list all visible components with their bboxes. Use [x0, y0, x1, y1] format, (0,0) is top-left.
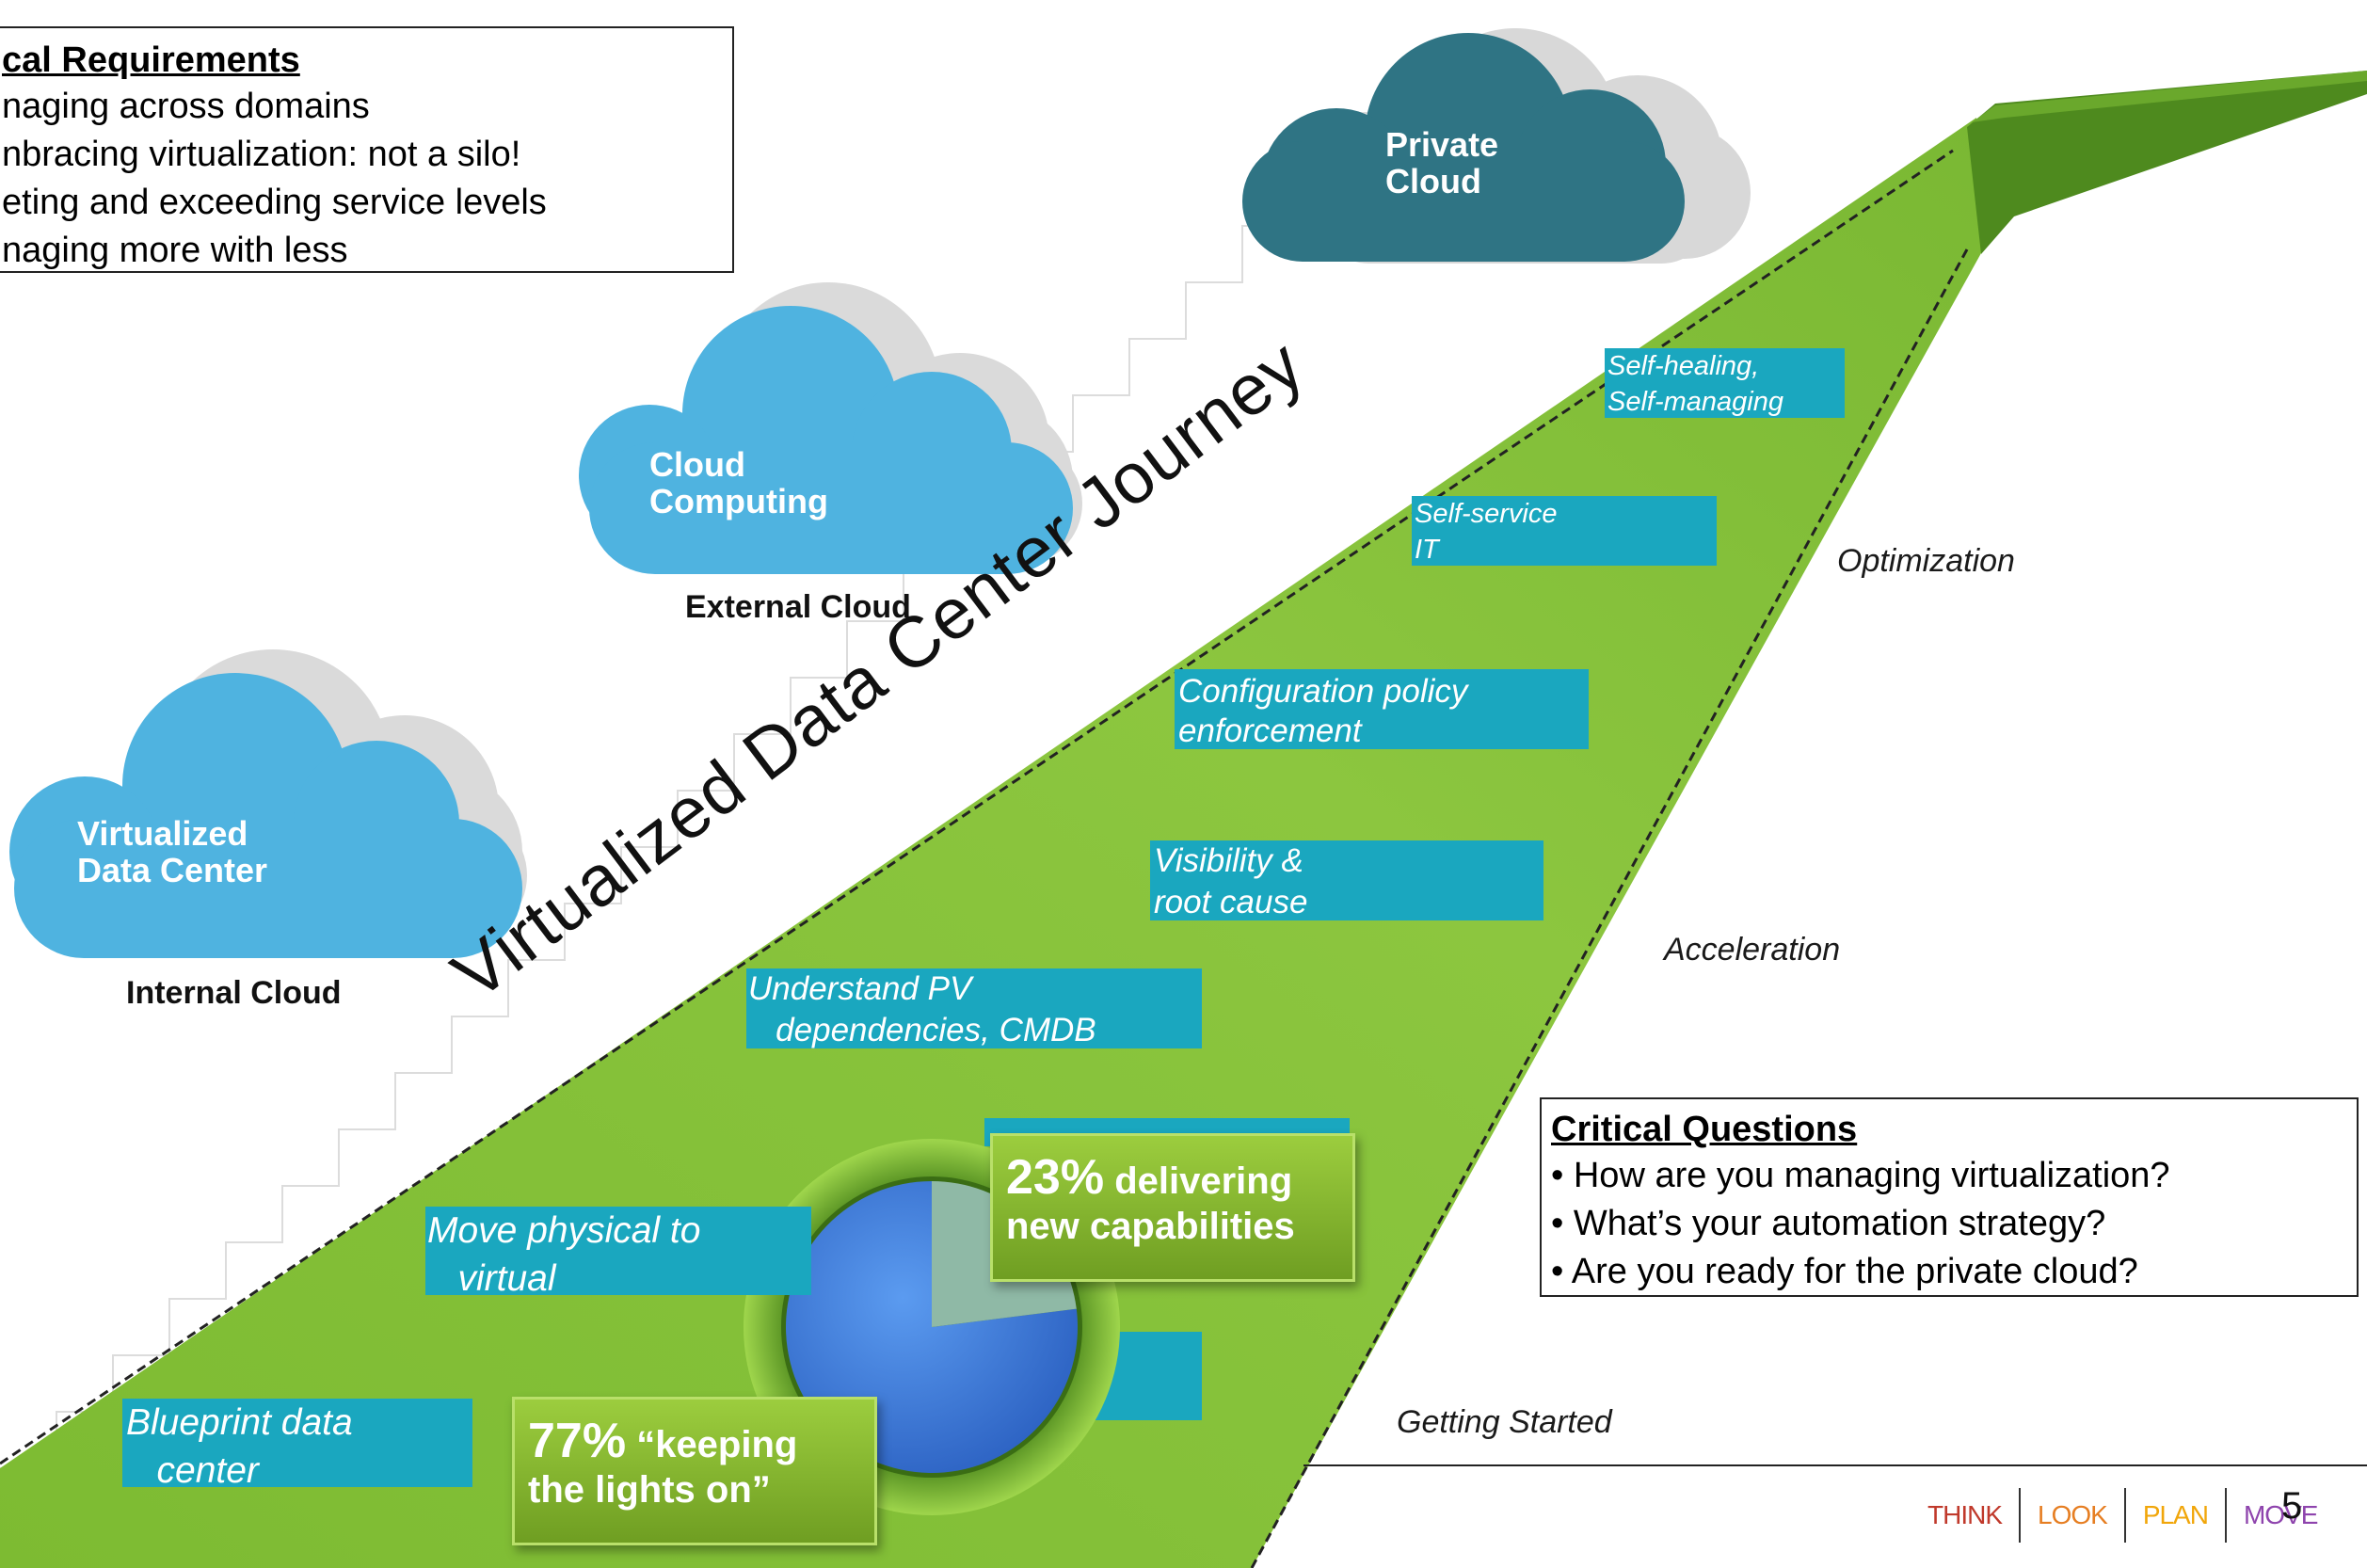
ramp-arrow-tip: [1967, 71, 2367, 254]
stat-delivering-text1: delivering: [1104, 1160, 1293, 1202]
ramp-right-dashed-edge: [1250, 248, 1969, 1568]
step-understand-pv: Understand PV dependencies, CMDB: [746, 968, 1202, 1048]
questions-title: Critical Questions: [1551, 1110, 1858, 1149]
external-cloud-label: Cloud Computing: [649, 445, 828, 520]
nav-move[interactable]: MOVE: [2243, 1500, 2318, 1529]
stat-delivering-capabilities: 23% delivering new capabilities: [990, 1133, 1355, 1282]
question-item: • What’s your automation strategy?: [1551, 1204, 2106, 1243]
step-self-service: Self-service IT: [1412, 496, 1717, 566]
internal-cloud-shape: [9, 649, 527, 958]
requirement-item: nbracing virtualization: not a silo!: [2, 135, 521, 174]
stat-delivering-percent: 23%: [1006, 1150, 1105, 1205]
nav-plan[interactable]: PLAN: [2142, 1500, 2209, 1529]
phase-optimization: Optimization: [1837, 543, 2015, 579]
phase-acceleration: Acceleration: [1664, 932, 1841, 968]
page-number: 5: [2281, 1485, 2303, 1527]
question-item: • How are you managing virtualization?: [1551, 1156, 2170, 1195]
stat-keeping-lights-on: 77% “keeping the lights on”: [512, 1397, 877, 1545]
step-configuration-policy: Configuration policy enforcement: [1175, 669, 1589, 749]
stat-delivering-text2: new capabilities: [1006, 1206, 1295, 1247]
question-item: • Are you ready for the private cloud?: [1551, 1252, 2138, 1291]
step-move-physical: Move physical to virtual: [425, 1207, 811, 1299]
internal-cloud-label: Virtualized Data Center: [77, 814, 268, 889]
requirements-box: cal Requirements naging across domains n…: [0, 26, 734, 273]
stat-keeping-text1: “keeping: [626, 1424, 798, 1465]
stat-keeping-text2: the lights on”: [528, 1469, 771, 1511]
phase-getting-started: Getting Started: [1397, 1404, 1612, 1440]
requirement-item: naging more with less: [2, 231, 348, 270]
private-cloud-label: Private Cloud: [1385, 125, 1499, 200]
journey-ramp: [0, 118, 1986, 1568]
footer-nav: THINK LOOK PLAN MOVE: [1911, 1487, 2334, 1544]
requirement-item: eting and exceeding service levels: [2, 183, 547, 222]
step-blueprint: Blueprint data center: [122, 1399, 472, 1491]
step-self-healing: Self-healing, Self-managing: [1605, 348, 1845, 418]
stair-pattern: [0, 112, 1412, 1469]
nav-think[interactable]: THINK: [1927, 1500, 2003, 1529]
requirement-item: naging across domains: [2, 87, 370, 126]
nav-divider: [2019, 1488, 2021, 1543]
nav-look[interactable]: LOOK: [2038, 1500, 2108, 1529]
external-cloud-shape: [579, 282, 1082, 574]
private-cloud-shape: [1242, 28, 1751, 264]
ramp-arrow-highlight: [1972, 71, 2367, 122]
nav-divider: [2224, 1488, 2227, 1543]
critical-questions-box: Critical Questions • How are you managin…: [1540, 1097, 2359, 1297]
step-visibility: Visibility & root cause: [1150, 840, 1543, 920]
stat-keeping-percent: 77%: [528, 1414, 627, 1468]
external-cloud-caption: External Cloud: [685, 589, 911, 625]
requirements-title: cal Requirements: [2, 40, 300, 80]
internal-cloud-caption: Internal Cloud: [126, 975, 342, 1011]
nav-divider: [2123, 1488, 2126, 1543]
